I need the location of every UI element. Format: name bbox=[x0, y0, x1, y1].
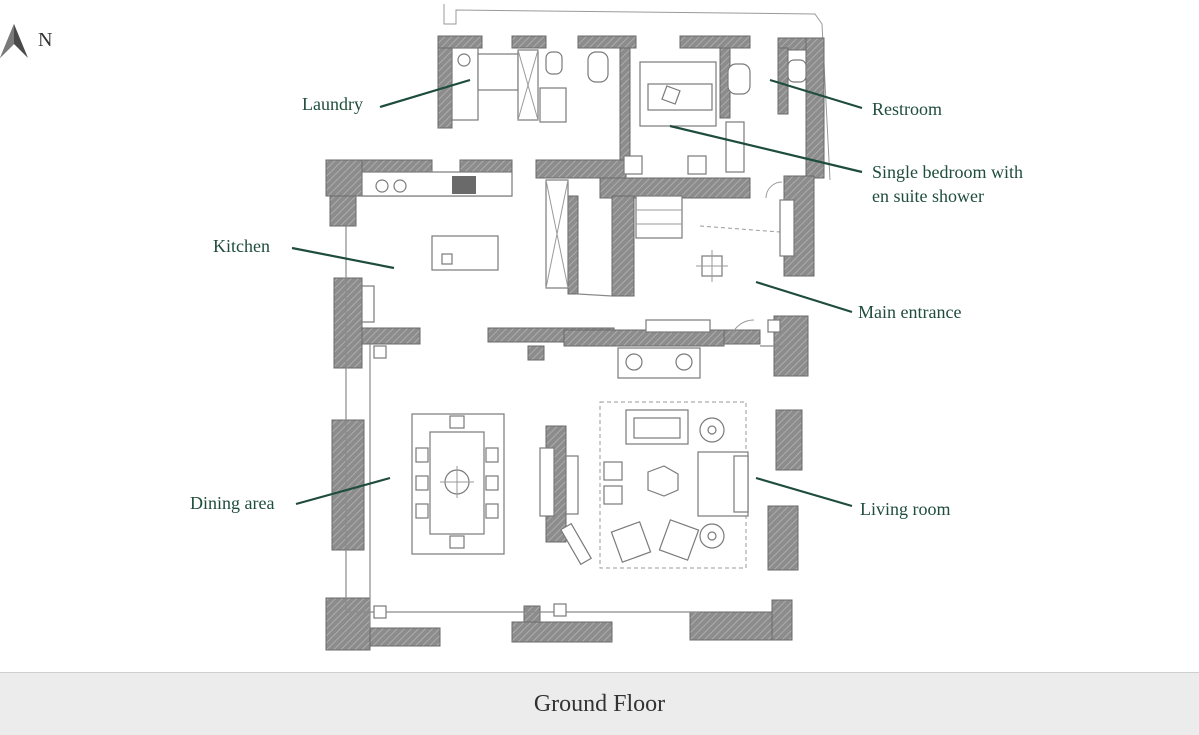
compass-letter: N bbox=[38, 29, 52, 51]
label-bedroom-line1: Single bedroom with bbox=[872, 162, 1023, 182]
label-living-room: Living room bbox=[860, 499, 951, 519]
floor-footer: Ground Floor bbox=[0, 672, 1199, 735]
fireplace bbox=[539, 447, 593, 566]
dining-table-group bbox=[411, 413, 505, 555]
room-labels: Laundry Restroom Single bedroom with en … bbox=[190, 78, 1023, 519]
leader-dining-area bbox=[295, 476, 391, 506]
leader-restroom bbox=[769, 78, 863, 110]
floor-name: Ground Floor bbox=[533, 690, 666, 717]
walls bbox=[325, 35, 825, 651]
kitchen-fixtures bbox=[361, 171, 569, 323]
label-main-entrance: Main entrance bbox=[858, 302, 961, 322]
entrance-fixtures bbox=[635, 181, 795, 345]
leader-main-entrance bbox=[755, 280, 853, 314]
leader-kitchen bbox=[291, 246, 395, 270]
bedroom-fixtures bbox=[623, 59, 807, 175]
corner-stools bbox=[373, 319, 781, 619]
label-laundry: Laundry bbox=[302, 94, 363, 114]
north-arrow-icon bbox=[0, 24, 28, 58]
leader-living-room bbox=[755, 476, 853, 508]
label-dining-area: Dining area bbox=[190, 493, 274, 513]
label-restroom: Restroom bbox=[872, 99, 942, 119]
floor-plan: N bbox=[0, 4, 1023, 651]
leader-bedroom bbox=[669, 124, 863, 174]
site-outline bbox=[443, 4, 831, 181]
living-room-furniture bbox=[599, 401, 749, 569]
leader-laundry bbox=[379, 78, 471, 109]
laundry-fixtures bbox=[451, 47, 609, 123]
label-kitchen: Kitchen bbox=[213, 236, 270, 256]
label-bedroom-line2: en suite shower bbox=[872, 186, 984, 206]
console-fixtures bbox=[617, 347, 701, 379]
